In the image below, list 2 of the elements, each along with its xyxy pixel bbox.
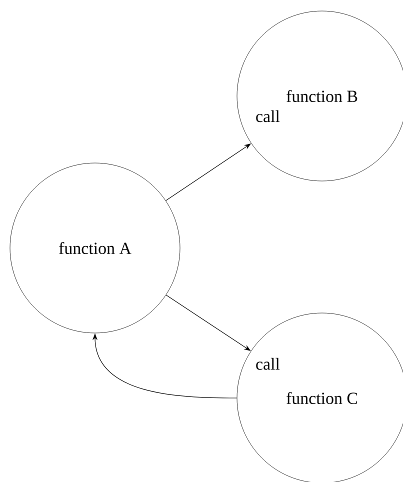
edge-label: call (254, 109, 281, 124)
edge-label: call (254, 356, 281, 371)
